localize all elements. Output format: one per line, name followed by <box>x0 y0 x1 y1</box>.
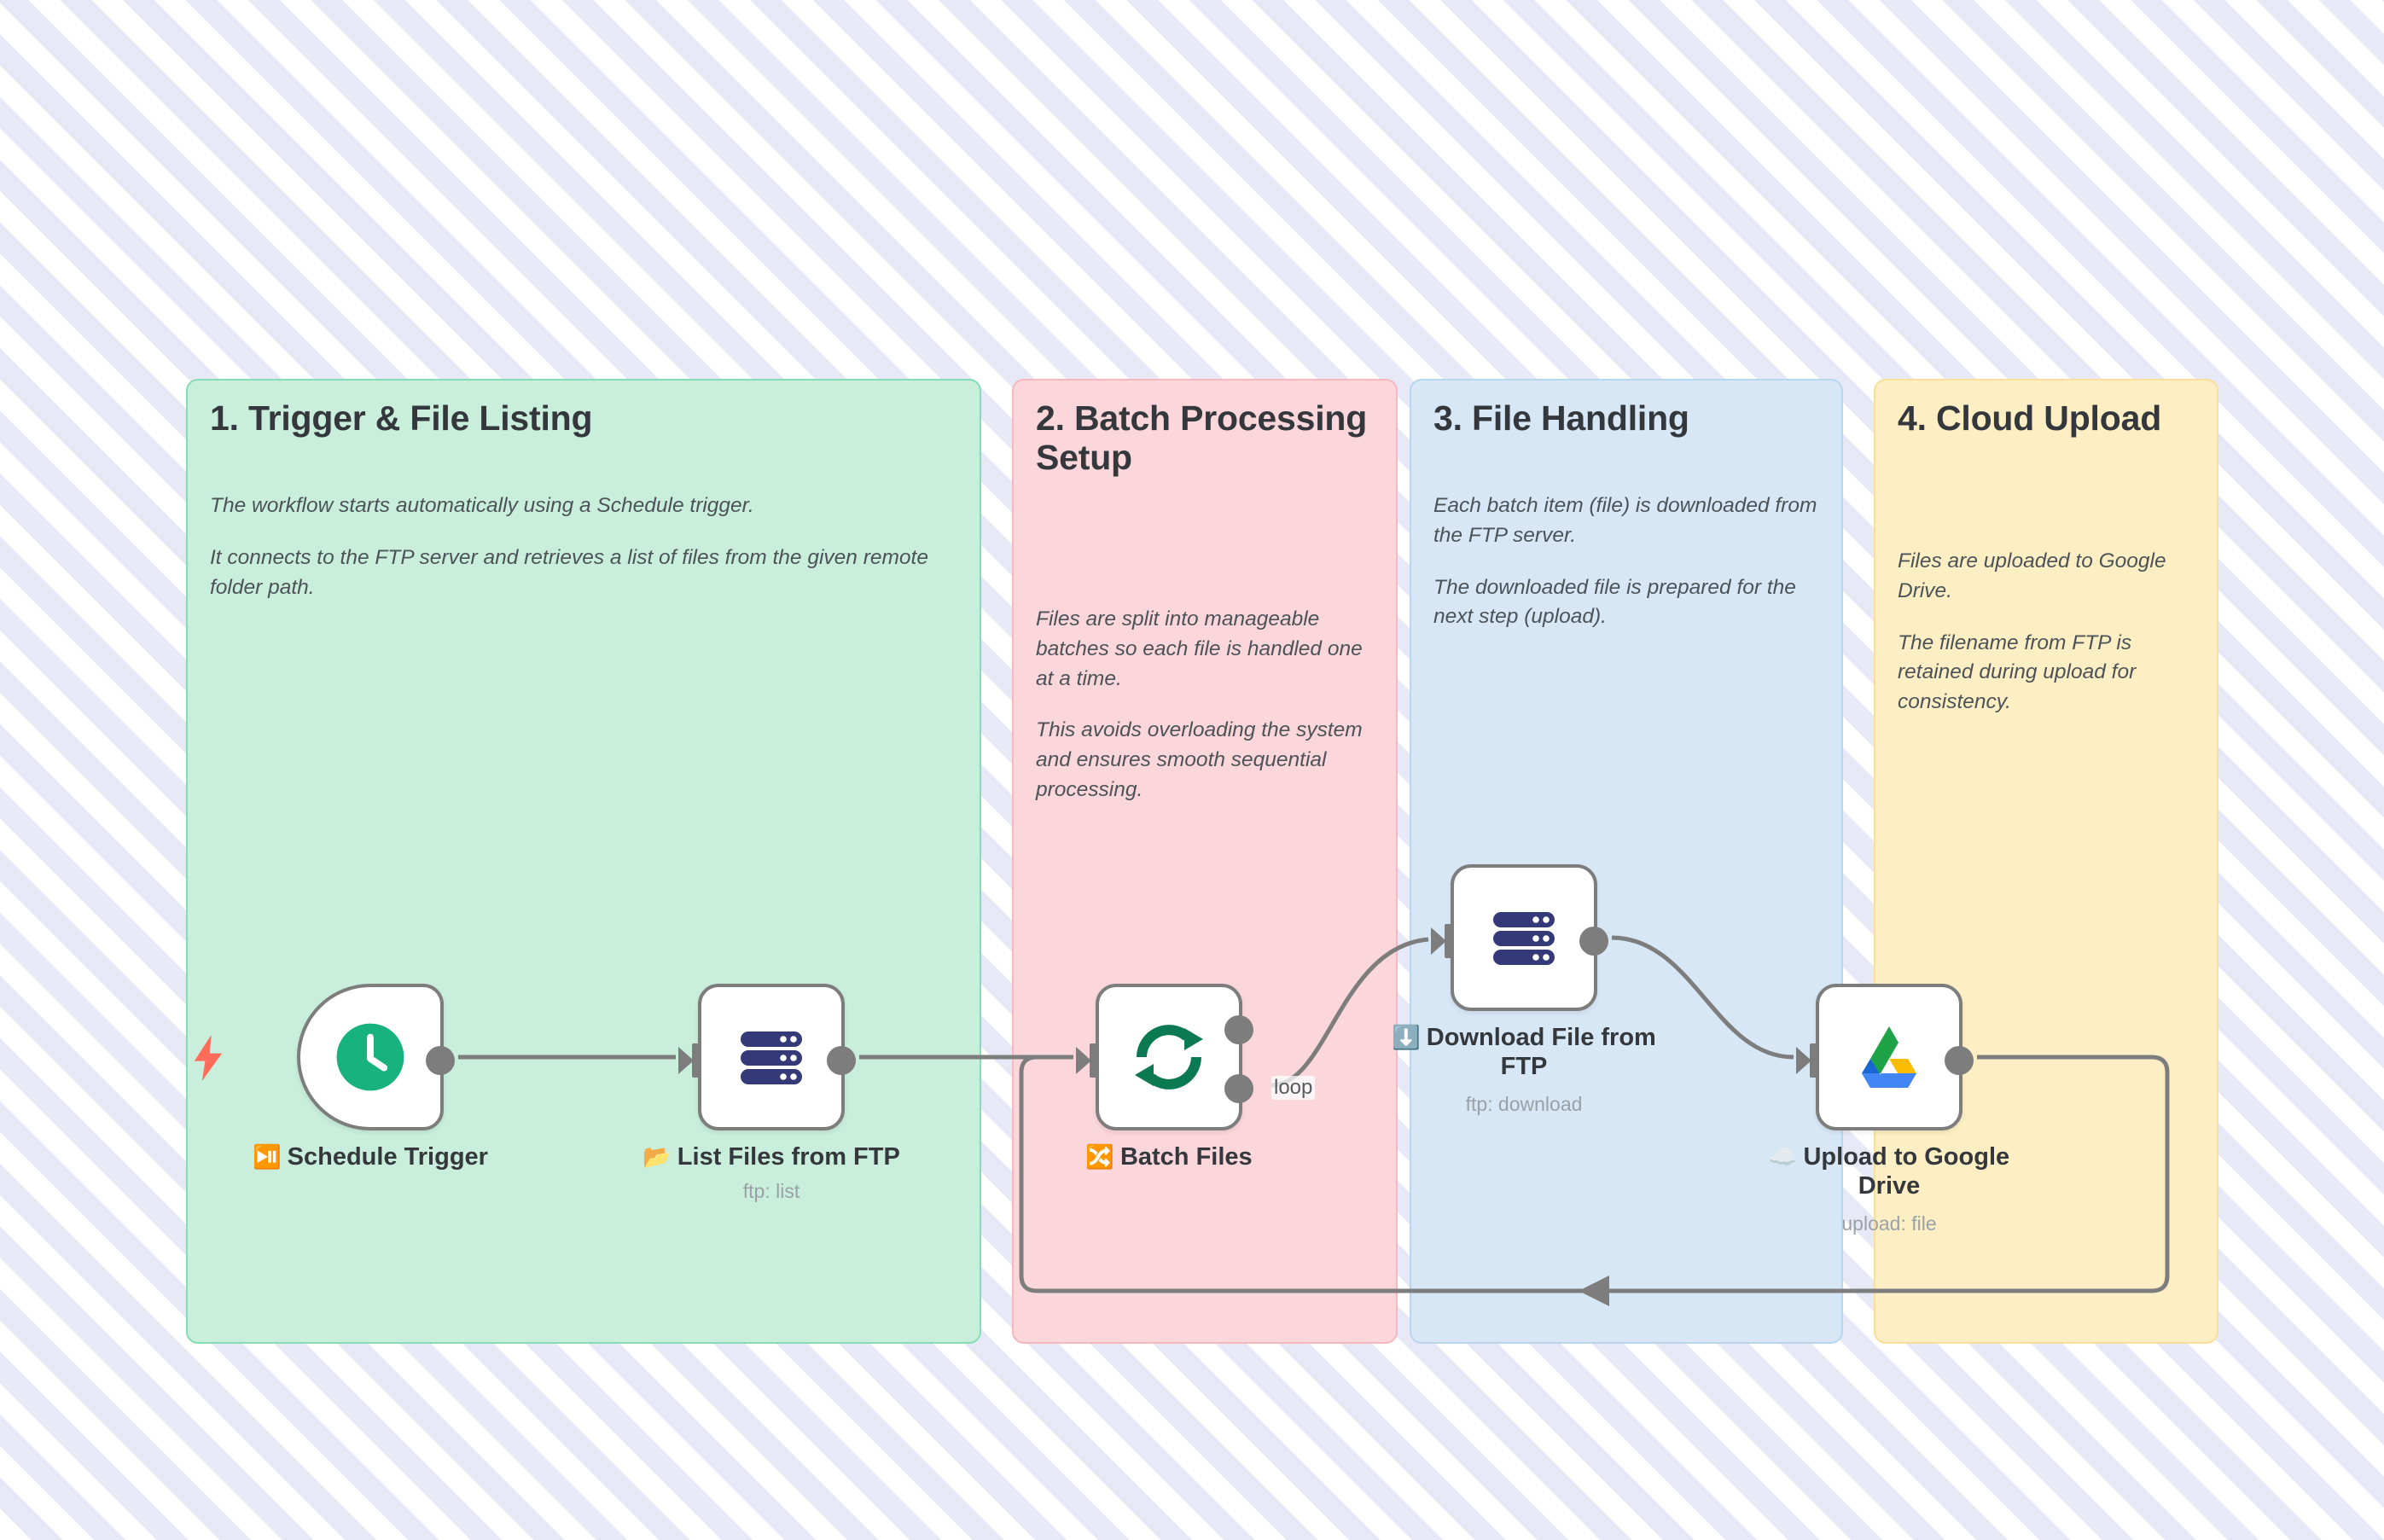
input-port[interactable] <box>1076 1043 1099 1078</box>
node-label-text: Schedule Trigger <box>287 1143 488 1171</box>
node-label-text: Download File from FTP <box>1426 1024 1656 1081</box>
server-icon <box>730 1016 812 1098</box>
node-label-text: Upload to Google Drive <box>1803 1143 2010 1200</box>
node-subtitle: ftp: download <box>1465 1093 1583 1115</box>
input-port[interactable] <box>1796 1043 1819 1078</box>
node-label-text: List Files from FTP <box>677 1143 900 1171</box>
node-subtitle: upload: file <box>1841 1212 1937 1235</box>
google-drive-icon <box>1848 1016 1930 1098</box>
output-port[interactable] <box>1579 927 1608 956</box>
output-port[interactable] <box>827 1046 856 1075</box>
node-label: ⬇️Download File from FTP <box>1372 1023 1676 1081</box>
panel-title: 3. File Handling <box>1433 398 1689 438</box>
panel-trigger-file-listing: 1. Trigger & File Listing The workflow s… <box>186 379 981 1344</box>
node-body[interactable] <box>1431 864 1608 1011</box>
panel-paragraph: The downloaded file is prepared for the … <box>1433 575 1796 629</box>
output-port-loop[interactable] <box>1224 1074 1253 1103</box>
loop-port-label: loop <box>1271 1076 1316 1100</box>
panel-title: 2. Batch Processing Setup <box>1036 398 1368 477</box>
panel-paragraph: Files are uploaded to Google Drive. <box>1898 549 2166 602</box>
node-body[interactable] <box>1076 984 1253 1130</box>
node-label: 🔀Batch Files <box>1006 1142 1332 1171</box>
loop-refresh-icon <box>1128 1016 1210 1098</box>
panel-paragraph: The workflow starts automatically using … <box>210 494 754 517</box>
output-port[interactable] <box>426 1046 455 1075</box>
play-pause-emoji-icon: ⏯️ <box>253 1144 282 1170</box>
node-label-text: Batch Files <box>1119 1143 1253 1171</box>
node-body[interactable] <box>297 984 455 1130</box>
node-label: 📂List Files from FTP <box>608 1142 934 1171</box>
panel-title: 1. Trigger & File Listing <box>210 398 593 438</box>
panel-paragraph: Each batch item (file) is downloaded fro… <box>1433 494 1817 547</box>
cloud-emoji-icon: ☁️ <box>1768 1144 1798 1170</box>
input-port[interactable] <box>678 1043 701 1078</box>
panel-paragraph: The filename from FTP is retained during… <box>1898 631 2137 714</box>
lightning-bolt-icon <box>189 1035 227 1081</box>
open-folder-emoji-icon: 📂 <box>643 1144 672 1170</box>
panel-title: 4. Cloud Upload <box>1898 398 2162 438</box>
panel-paragraph: Files are split into manageable batches … <box>1036 607 1363 690</box>
node-subtitle: ftp: list <box>742 1180 800 1202</box>
panel-description: Files are uploaded to Google Drive. The … <box>1898 547 2196 740</box>
node-label: ⏯️Schedule Trigger <box>207 1142 533 1171</box>
download-arrow-emoji-icon: ⬇️ <box>1392 1025 1421 1050</box>
node-body[interactable] <box>1796 984 1974 1130</box>
panel-description: The workflow starts automatically using … <box>210 491 959 625</box>
panel-batch-processing-setup: 2. Batch Processing Setup Files are spli… <box>1012 379 1398 1344</box>
node-label: ☁️Upload to Google Drive <box>1741 1142 2038 1200</box>
node-body[interactable] <box>678 984 856 1130</box>
shuffle-emoji-icon: 🔀 <box>1085 1144 1114 1170</box>
server-icon <box>1483 897 1565 979</box>
output-port[interactable] <box>1945 1046 1974 1075</box>
panel-description: Each batch item (file) is downloaded fro… <box>1433 491 1821 654</box>
panel-paragraph: This avoids overloading the system and e… <box>1036 718 1363 801</box>
clock-icon <box>334 1020 407 1094</box>
panel-paragraph: It connects to the FTP server and retrie… <box>210 545 928 599</box>
output-port-done[interactable] <box>1224 1015 1253 1044</box>
panel-description: Files are split into manageable batches … <box>1036 605 1375 828</box>
input-port[interactable] <box>1431 924 1454 958</box>
